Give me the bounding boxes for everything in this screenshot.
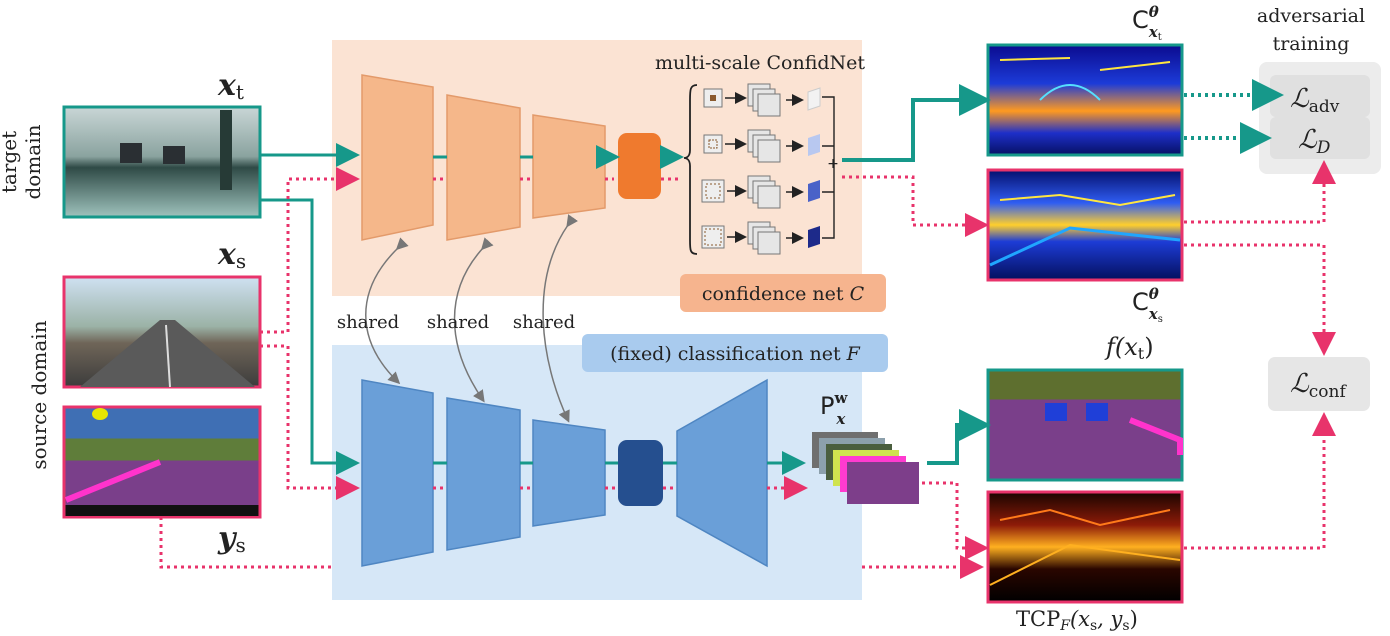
loss-d-label: ℒD <box>1298 125 1331 158</box>
pink-conf-to-cs <box>842 175 989 237</box>
shared-label-3: shared <box>513 312 575 333</box>
confidnet-heads: + <box>701 83 839 255</box>
adversarial-training-label: adversarial <box>1257 5 1365 27</box>
confidnet-head-1 <box>703 83 821 117</box>
tcp-label: TCPF(xs, ys) <box>1016 607 1138 634</box>
confidnet-head-3 <box>701 175 820 209</box>
target-image <box>62 105 262 219</box>
pink-pred-to-tcp <box>922 481 989 560</box>
pink-cs-to-lconf <box>1184 243 1336 356</box>
segmentation-target <box>986 368 1184 482</box>
confidnet-head-4 <box>701 221 820 255</box>
classification-encoder-3 <box>532 419 606 527</box>
teal-conf-to-ct <box>842 84 991 162</box>
confidence-encoder-1 <box>361 74 434 241</box>
loss-conf-box <box>1268 357 1370 411</box>
confidence-map-target <box>986 43 1184 157</box>
classification-net-label: (fixed) classification net F <box>610 343 861 365</box>
confidnet-head-2 <box>703 129 820 163</box>
heads-merge-bracket <box>822 96 835 239</box>
classification-encoder-1 <box>361 379 434 567</box>
classification-aspp-block <box>618 440 663 506</box>
x-t-label: xt <box>217 68 244 104</box>
confidence-net-label-box <box>680 274 886 312</box>
loss-conf-label: ℒconf <box>1290 369 1347 402</box>
shared-label-1: shared <box>337 312 399 333</box>
target-domain-label: target domain <box>0 124 45 199</box>
svg-text:+: + <box>827 156 839 172</box>
multi-scale-confidnet-label: multi-scale ConfidNet <box>655 52 865 74</box>
source-domain-label: source domain <box>27 320 51 469</box>
y-s-label: ys <box>217 521 246 557</box>
svg-text:source domain: source domain <box>27 320 51 469</box>
source-label-image <box>62 405 262 519</box>
pink-ys-to-tcp <box>159 517 332 569</box>
svg-text:target: target <box>0 131 21 193</box>
shared-label-2: shared <box>427 312 489 333</box>
f-xt-label: f(xt) <box>1104 333 1154 363</box>
confidence-encoder-2 <box>446 94 521 241</box>
teal-pred-to-fxt <box>927 409 991 465</box>
classification-encoder-2 <box>446 397 521 551</box>
loss-d-box <box>1270 117 1370 159</box>
source-image <box>62 275 262 389</box>
x-s-label: xs <box>217 237 246 273</box>
pink-xs-to-classifier <box>260 344 360 500</box>
pink-xs-to-confidence <box>260 167 360 334</box>
confidence-net-label: confidence net C <box>702 283 865 305</box>
pink-cs-to-ld <box>1184 160 1336 224</box>
classification-net-label-box <box>582 334 888 372</box>
loss-adv-label: ℒadv <box>1290 84 1340 117</box>
softmax-stack <box>812 432 919 504</box>
teal-xt-to-classifier <box>260 198 360 475</box>
adversarial-training-label-2: training <box>1273 33 1350 55</box>
confidence-map-source <box>986 168 1184 282</box>
heads-brace <box>683 84 698 255</box>
confidence-aspp-block <box>618 133 661 199</box>
classification-decoder <box>676 378 768 568</box>
confidence-encoder-3 <box>532 114 606 219</box>
loss-adv-box <box>1270 75 1370 117</box>
svg-text:domain: domain <box>21 124 45 199</box>
shared-weights: shared shared shared <box>337 214 579 423</box>
pink-tcp-to-lconf <box>1184 412 1336 550</box>
tcp-map <box>986 490 1184 604</box>
